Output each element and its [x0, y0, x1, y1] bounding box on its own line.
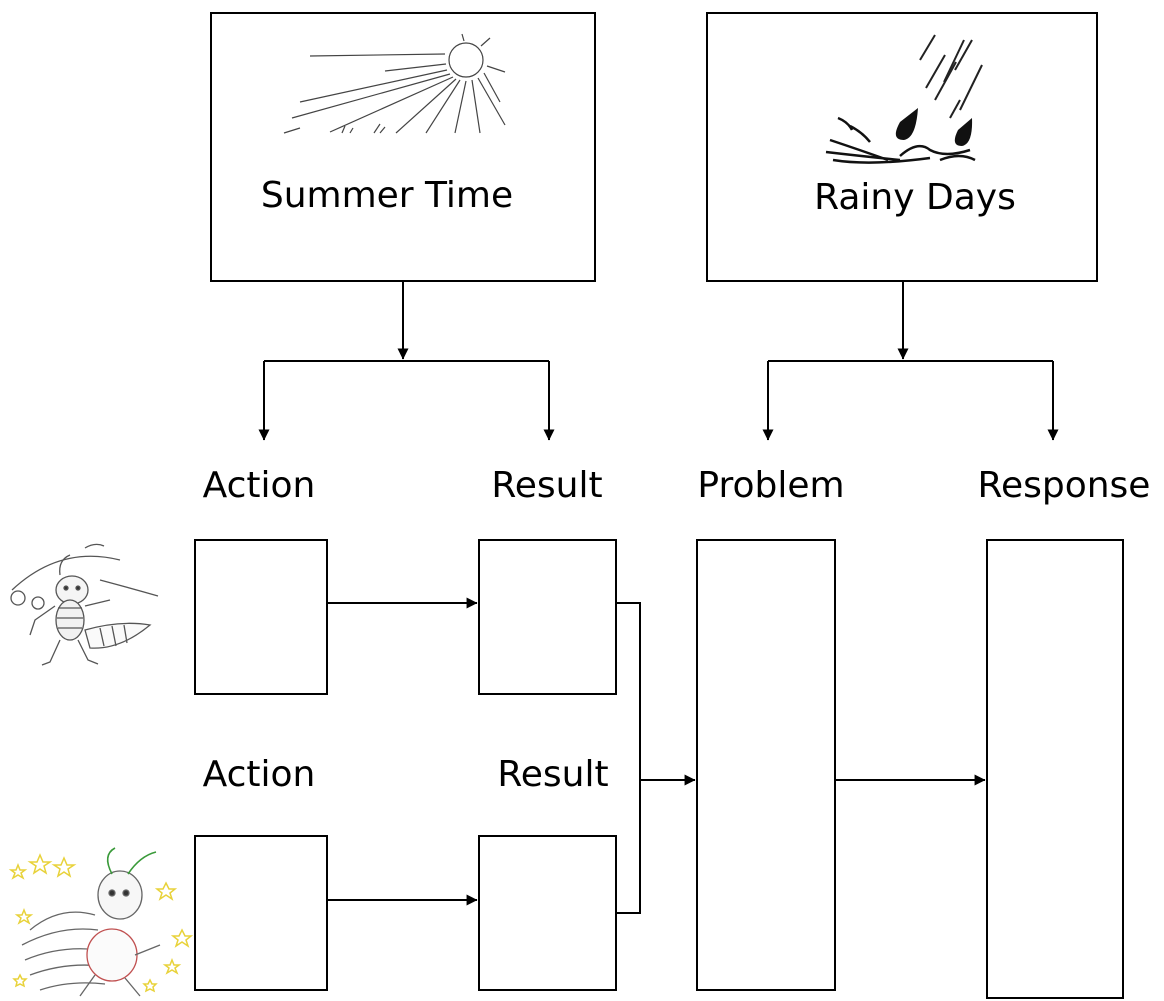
problem-box[interactable]	[696, 539, 836, 991]
problem-heading: Problem	[697, 465, 844, 506]
rainy-days-label: Rainy Days	[814, 177, 1016, 218]
response-box[interactable]	[986, 539, 1124, 999]
action-box-1[interactable]	[194, 539, 328, 695]
action-heading-1: Action	[203, 465, 316, 506]
grasshopper-illustration	[10, 543, 159, 666]
result-heading-2: Result	[497, 754, 608, 795]
summer-time-box	[210, 12, 596, 282]
rain-splash-icon	[825, 34, 983, 164]
action-box-2[interactable]	[194, 835, 328, 991]
result-box-2[interactable]	[478, 835, 617, 991]
cricket-illustration	[8, 847, 194, 997]
action-heading-2: Action	[203, 754, 316, 795]
sun-icon	[283, 33, 506, 134]
rainy-branch-connector	[762, 281, 1059, 441]
response-heading: Response	[978, 465, 1151, 506]
result-heading-1: Result	[491, 465, 602, 506]
flow-arrows	[327, 597, 986, 914]
star-decorations	[8, 853, 194, 993]
summer-time-label: Summer Time	[261, 175, 513, 216]
summer-branch-connector	[258, 281, 555, 441]
rainy-days-box	[706, 12, 1098, 282]
result-box-1[interactable]	[478, 539, 617, 695]
